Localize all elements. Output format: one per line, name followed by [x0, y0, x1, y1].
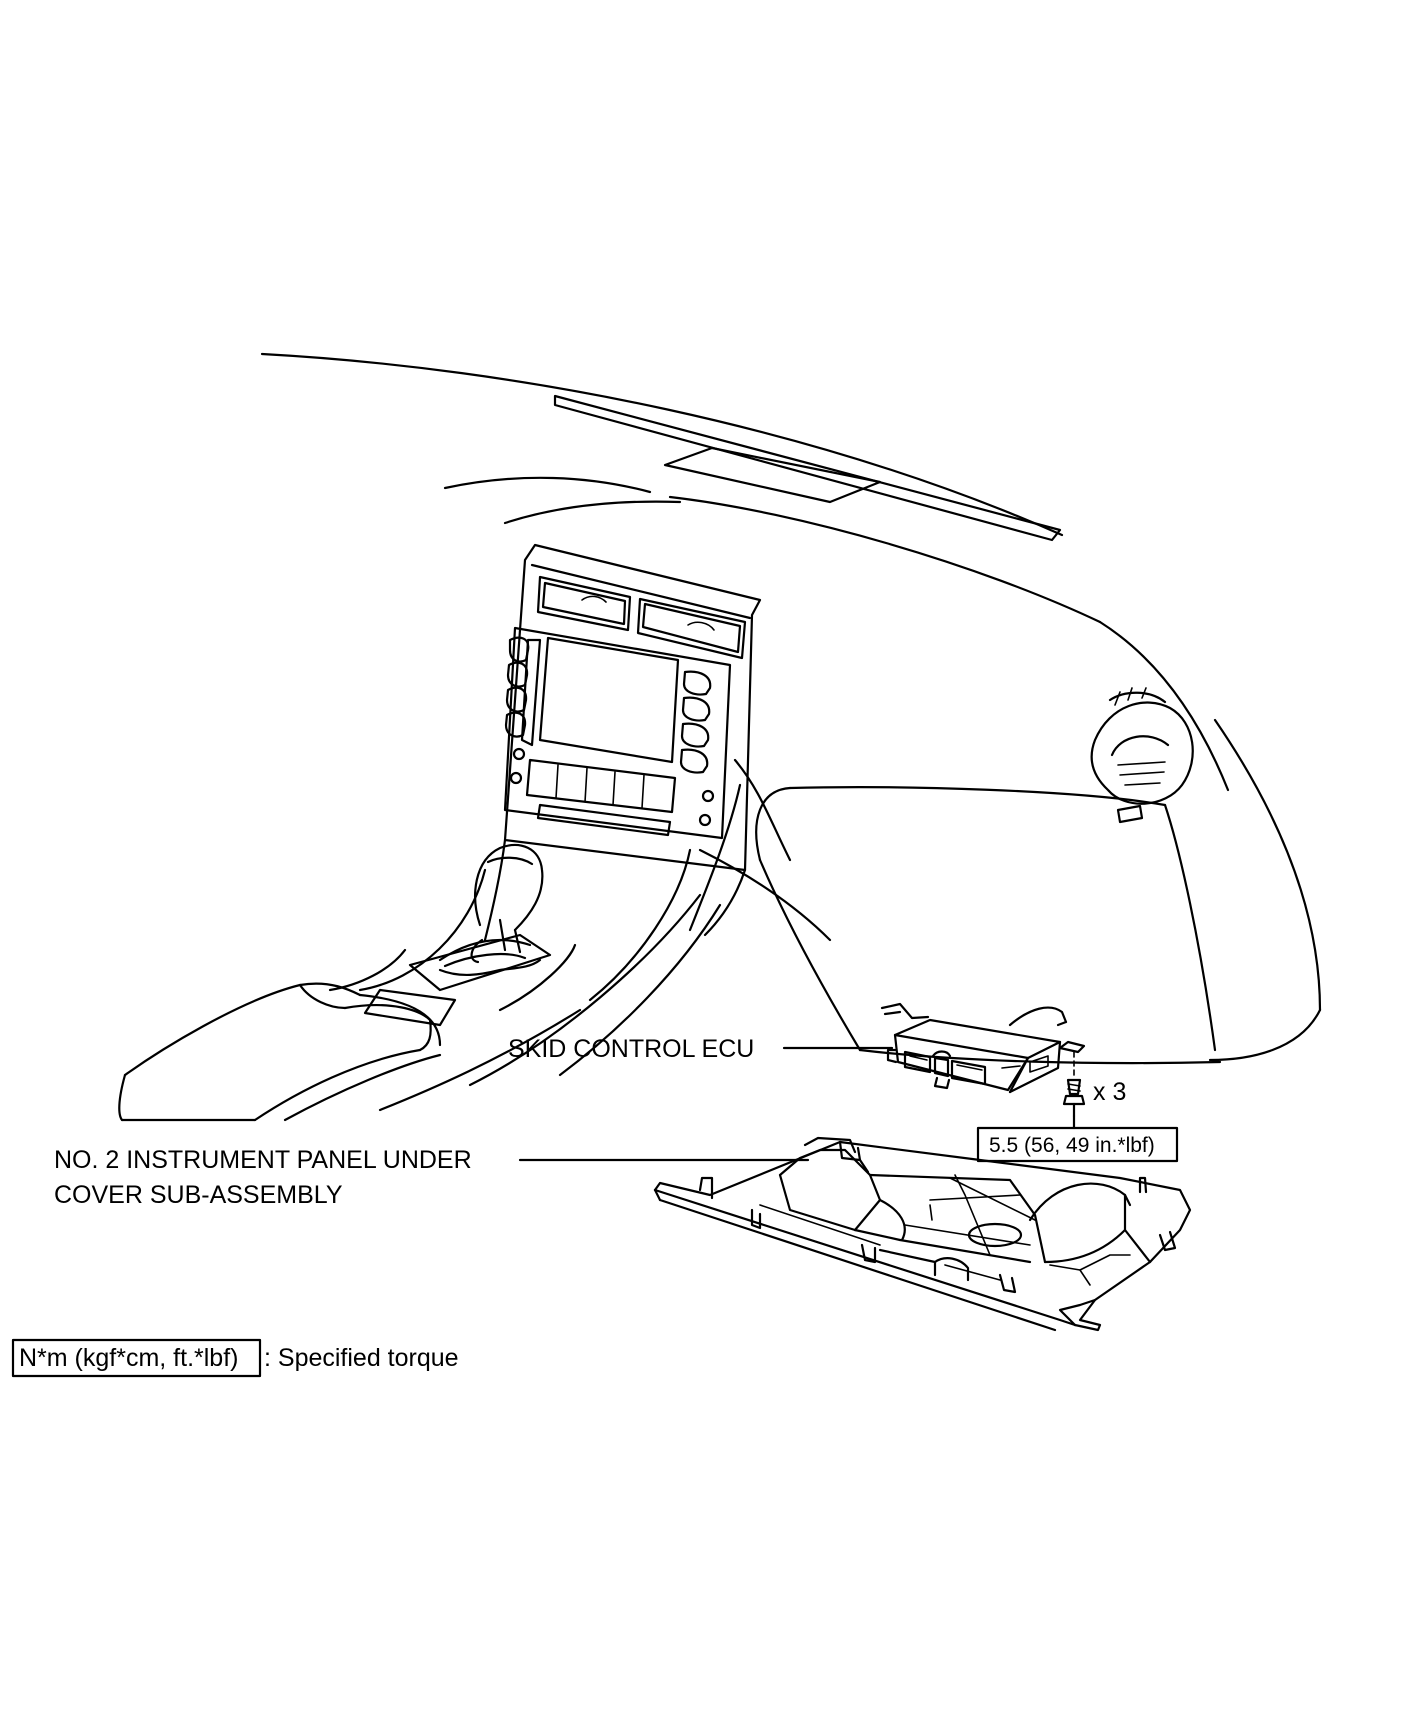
legend-unit-label: N*m (kgf*cm, ft.*lbf)	[19, 1344, 238, 1372]
under-cover-drawing	[653, 1136, 1192, 1332]
under-cover-label-line2: COVER SUB-ASSEMBLY	[54, 1181, 343, 1209]
torque-value-label: 5.5 (56, 49 in.*lbf)	[989, 1134, 1155, 1157]
legend-description: : Specified torque	[264, 1344, 459, 1372]
ecu-label: SKID CONTROL ECU	[508, 1035, 754, 1063]
bolt-count-label: x 3	[1093, 1078, 1126, 1106]
skid-control-ecu-drawing	[880, 1002, 1086, 1094]
bolt-icon	[1062, 1051, 1086, 1118]
under-cover-label-line1: NO. 2 INSTRUMENT PANEL UNDER	[54, 1146, 472, 1174]
console-shifter	[118, 843, 722, 1122]
center-stack	[483, 543, 762, 942]
torque-value-box	[976, 1126, 1179, 1163]
legend-unit-box	[11, 1338, 262, 1378]
dashboard-outline	[260, 352, 1322, 1065]
